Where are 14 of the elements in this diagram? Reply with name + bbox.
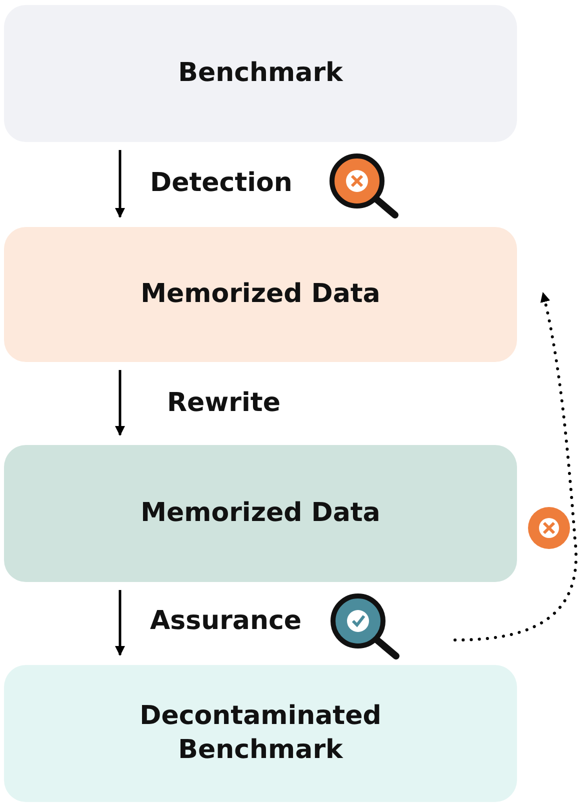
box-text: Memorized Data (140, 496, 380, 530)
dotted-arrow (454, 292, 578, 642)
arrow (115, 370, 125, 436)
box-text: Memorized Data (140, 278, 380, 311)
box-text: Decontaminated Benchmark (138, 700, 382, 766)
process-box (4, 665, 517, 802)
edge-label: Rewrite (167, 388, 280, 418)
arrow (115, 590, 125, 656)
box-text: Benchmark (178, 56, 343, 90)
process-box (4, 445, 517, 582)
arrow (115, 150, 125, 218)
edge-label: Detection (150, 168, 292, 198)
edge-label: Assurance (150, 606, 302, 636)
process-box (4, 227, 517, 362)
